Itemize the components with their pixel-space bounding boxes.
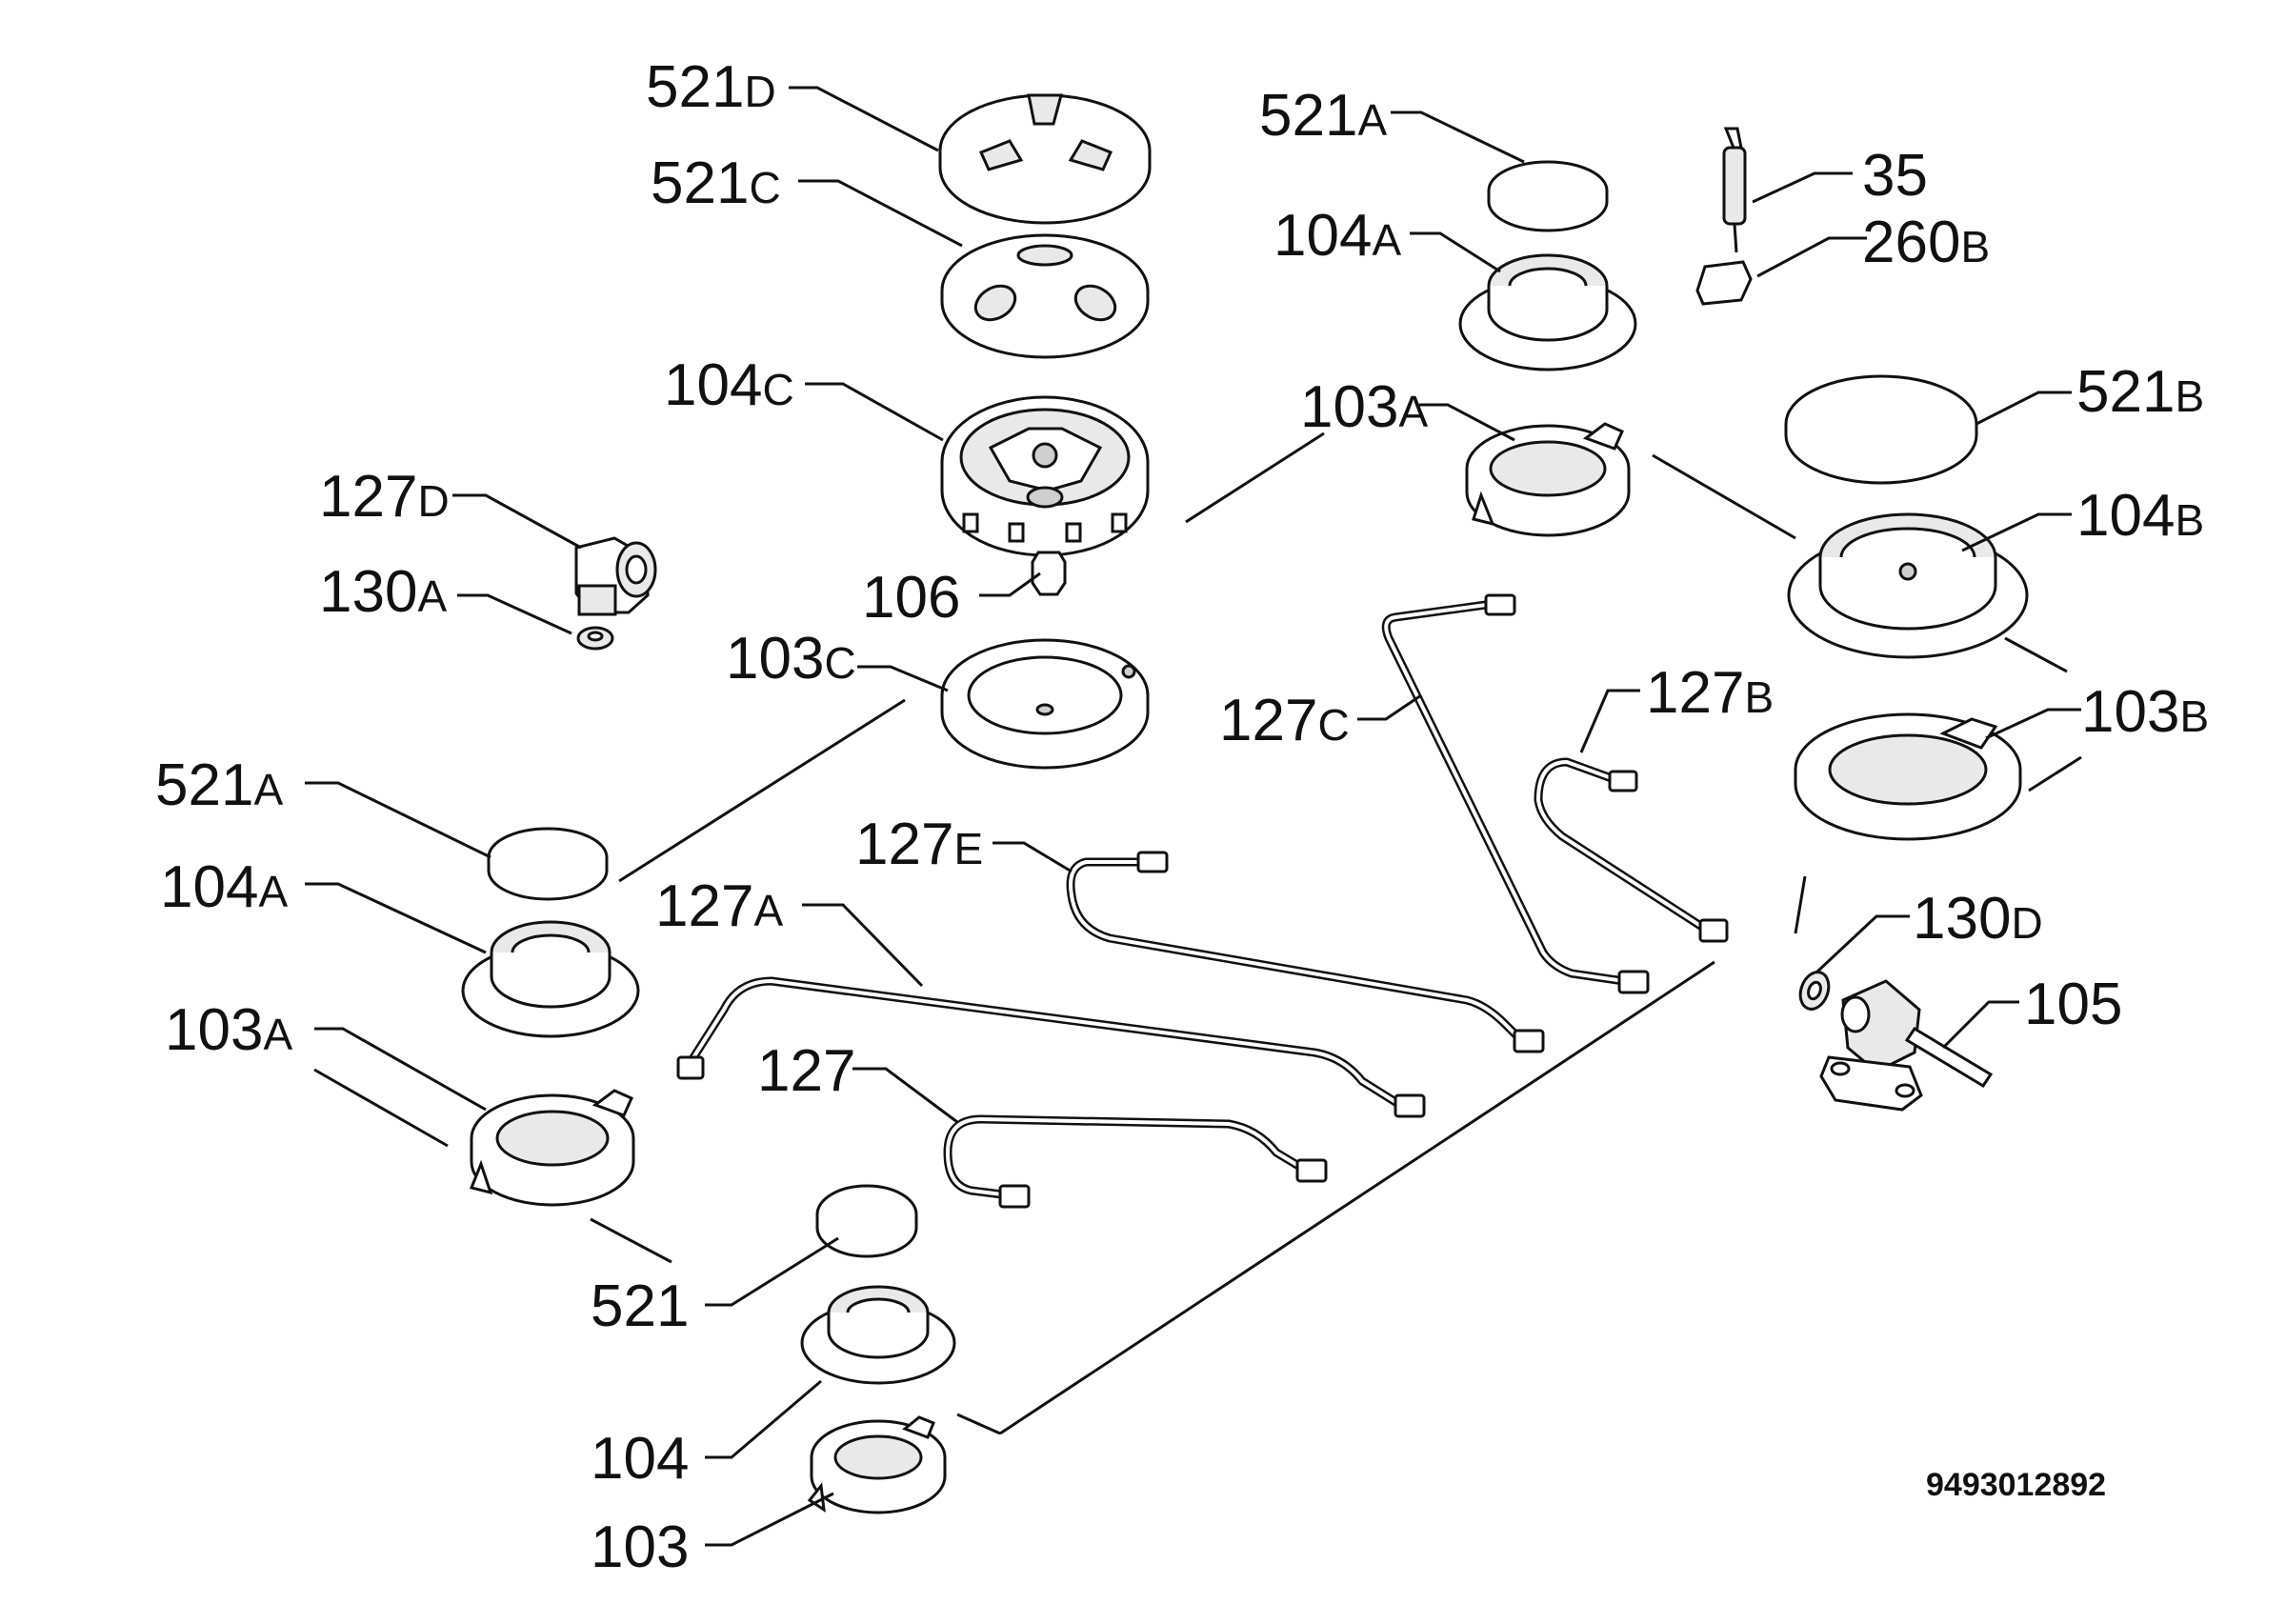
label-35: 35	[1862, 143, 1928, 209]
label-103: 103	[591, 1514, 689, 1580]
label-104a-left: 104A	[160, 854, 288, 920]
label-521a-top: 521A	[1259, 83, 1387, 149]
ignition-electrode-35	[1722, 127, 1747, 253]
gas-pipe-127a	[676, 976, 1426, 1118]
assembly-guide-lines	[313, 431, 2082, 1435]
gas-pipe-127e	[1066, 851, 1545, 1053]
burner-head-104c	[940, 395, 1150, 557]
callout-labels: 521D 521C 104C 127D 130A 106 103C 521A 1…	[155, 54, 2209, 1580]
label-127a: 127A	[655, 873, 783, 939]
washer-130a	[576, 626, 614, 651]
elbow-fitting-127d	[574, 536, 657, 616]
gas-pipe-127	[943, 1114, 1328, 1209]
burner-head-104a-top	[1458, 253, 1637, 371]
burner-base-103a-top	[1465, 422, 1631, 537]
label-130d: 130D	[1913, 886, 2043, 952]
label-521a-left: 521A	[155, 752, 283, 818]
label-106: 106	[862, 565, 960, 631]
burner-cap-521	[815, 1184, 918, 1258]
label-104a-top: 104A	[1273, 203, 1401, 269]
burner-head-104b	[1787, 512, 2029, 659]
label-104c: 104C	[664, 352, 794, 418]
label-127: 127	[757, 1038, 855, 1104]
burner-base-103a-left	[469, 1089, 635, 1207]
label-104b: 104B	[2076, 483, 2204, 549]
drawing-number: 9493012892	[1926, 1467, 2106, 1503]
callout-leaders	[305, 86, 2081, 1547]
washer-130d	[1798, 971, 1831, 1011]
gas-pipe-127b	[1534, 757, 1729, 943]
burner-head-104a-left	[461, 920, 640, 1038]
label-103a-left: 103A	[165, 997, 292, 1063]
burner-base-103b	[1794, 712, 2022, 841]
label-127c: 127C	[1219, 688, 1350, 753]
label-103b: 103B	[2081, 679, 2209, 745]
electrode-clip-260b	[1695, 260, 1753, 306]
label-521c: 521C	[651, 150, 781, 216]
gas-pipe-127c	[1381, 593, 1650, 994]
label-104: 104	[591, 1426, 689, 1492]
label-127e: 127E	[855, 812, 983, 877]
label-521b: 521B	[2076, 359, 2204, 425]
label-103a-top: 103A	[1300, 374, 1428, 440]
label-103c: 103C	[726, 626, 856, 692]
label-127d: 127D	[319, 464, 450, 530]
label-105: 105	[2024, 972, 2122, 1037]
burner-cap-521a-left	[487, 827, 609, 901]
burner-cap-521a-top	[1487, 160, 1609, 232]
burner-base-103	[807, 1415, 947, 1514]
label-260b: 260B	[1862, 210, 1990, 275]
burner-head-104	[800, 1285, 956, 1385]
gas-valve-105	[1819, 979, 1994, 1112]
burner-cap-521b	[1784, 374, 1978, 485]
flame-spreader-521c	[940, 233, 1150, 359]
label-130a: 130A	[319, 559, 447, 625]
label-521: 521	[591, 1273, 689, 1339]
burner-base-103c	[940, 638, 1150, 770]
injector-106	[1031, 551, 1067, 596]
burner-cap-521d	[938, 93, 1152, 225]
label-127b: 127B	[1646, 660, 1774, 726]
label-521d: 521D	[646, 54, 776, 120]
